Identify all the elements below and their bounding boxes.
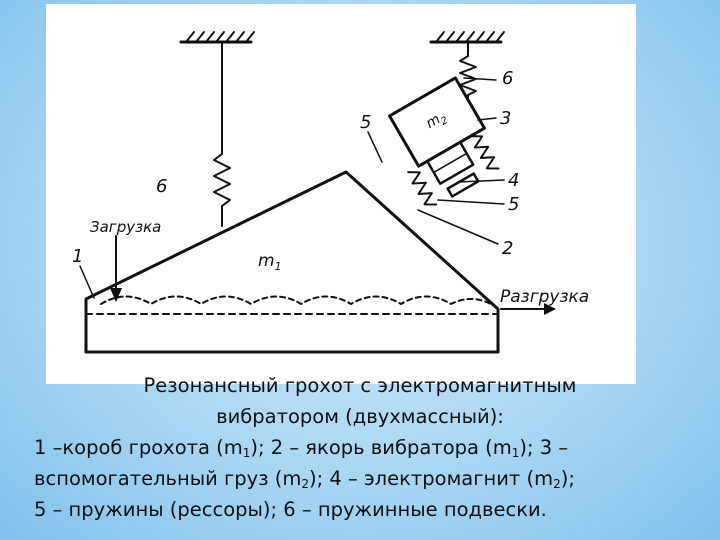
load-arrow (110, 235, 122, 302)
left-suspension-spring (213, 41, 231, 227)
label-1: 1 (72, 246, 83, 267)
label-5-left: 5 (360, 112, 371, 133)
vibrating-screen-diagram: Загрузка Разгрузка m1 m2 1 2 3 4 5 5 6 6 (72, 31, 589, 354)
label-3: 3 (500, 108, 511, 129)
right-leaf-springs (469, 135, 500, 170)
label-4: 4 (508, 170, 519, 191)
label-2: 2 (502, 238, 513, 259)
label-unload: Разгрузка (500, 287, 589, 307)
caption-title-line-2: вибратором (двухмассный): (216, 405, 504, 428)
label-6-left: 6 (156, 176, 167, 197)
caption-title-line-1: Резонансный грохот с электромагнитным (143, 374, 577, 397)
vibrator-assembly (388, 76, 500, 206)
label-m1: m1 (258, 251, 282, 273)
diagram-figure: Загрузка Разгрузка m1 m2 1 2 3 4 5 5 6 6 (46, 4, 636, 384)
label-5-right: 5 (508, 194, 519, 215)
vibrator-armature (446, 172, 480, 198)
unload-arrow (500, 303, 556, 315)
caption: Резонансный грохот с электромагнитным ви… (0, 370, 720, 525)
caption-line-3: 5 – пружины (рессоры); 6 – пружинные под… (34, 498, 547, 521)
screen-box (84, 170, 500, 354)
label-leaders (79, 77, 505, 299)
label-6-right: 6 (502, 68, 513, 89)
caption-line-1: 1 –короб грохота (m1); 2 – якорь вибрато… (34, 436, 569, 460)
left-ceiling-support (179, 31, 255, 44)
left-leaf-springs (407, 171, 438, 206)
right-ceiling-support (429, 31, 505, 44)
label-m2: m2 (423, 108, 450, 134)
caption-line-2: вспомогательный груз (m2); 4 – электрома… (34, 467, 575, 491)
label-load: Загрузка (90, 218, 161, 236)
